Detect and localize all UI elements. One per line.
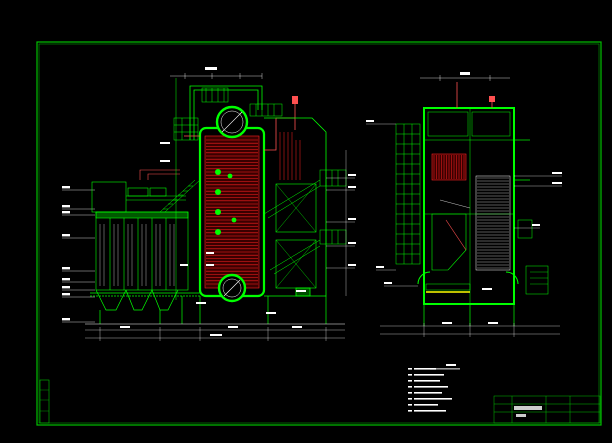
stair-left: [159, 179, 201, 213]
superheater-coils: [279, 132, 301, 180]
economizer-block: [95, 211, 189, 291]
furnace-water-wall: [198, 126, 266, 298]
title-block: [493, 395, 601, 424]
drawing-frame: [36, 41, 602, 426]
side-tube-lines: [433, 155, 465, 179]
side-top-dimension: [420, 72, 510, 81]
technical-notes-block: [408, 364, 460, 412]
side-stair-left: [395, 123, 421, 265]
wall-headers: [215, 169, 237, 235]
front-elevation-view: [62, 67, 356, 341]
side-leader-marks: [366, 120, 562, 337]
mud-drum: [217, 273, 247, 303]
ash-hoppers: [90, 289, 200, 311]
economizer-tubes: [99, 224, 175, 286]
inner-border: [38, 43, 600, 424]
side-convection-bank: [475, 175, 511, 271]
side-grate: [417, 271, 519, 293]
side-casing-outline: [423, 107, 515, 305]
side-boiler-casing: [423, 107, 515, 305]
top-platform: [173, 87, 283, 141]
downcomer-pipes: [175, 78, 298, 300]
left-elevation-marks: [62, 186, 95, 323]
outer-border: [36, 41, 602, 426]
support-columns: [85, 296, 345, 325]
steam-drum: [215, 105, 249, 139]
top-dimension-chain: [170, 67, 263, 79]
side-bank-lines: [477, 177, 509, 269]
side-top-pipes: [456, 82, 495, 108]
convection-pass: [264, 117, 327, 297]
right-leader-marks: [196, 174, 356, 314]
flue-duct: [91, 169, 186, 213]
side-columns: [423, 139, 549, 326]
bottom-dimension-chain: [85, 326, 345, 341]
side-furnace-band: [431, 153, 467, 181]
side-elevation-view: [366, 72, 562, 337]
furnace-tube-panel: [204, 135, 260, 289]
binding-strip: [39, 379, 50, 424]
side-hopper: [431, 199, 471, 271]
right-platforms: [263, 150, 347, 296]
title-block-title-marks: [514, 406, 542, 410]
furnace-callouts: [160, 142, 214, 266]
